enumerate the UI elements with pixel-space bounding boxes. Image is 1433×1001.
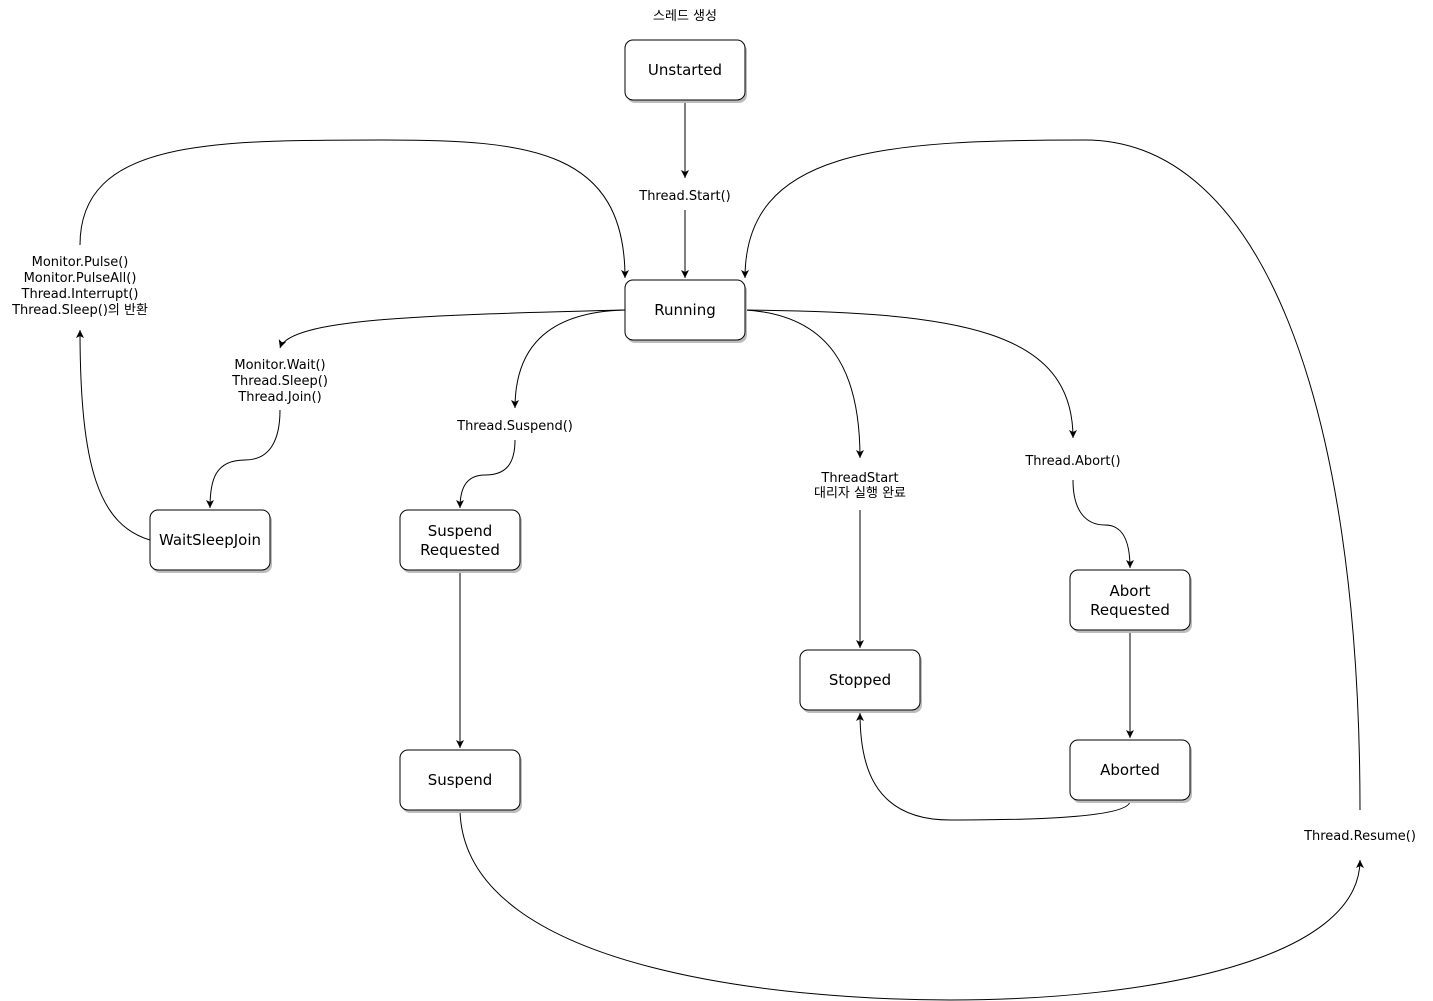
state-suspend-requested-label-line2: Requested — [420, 541, 500, 559]
transition-pulse-line1: Monitor.Pulse() — [32, 255, 129, 270]
edge-running-to-complete-label — [744, 309, 864, 459]
transition-pulse-line2: Monitor.PulseAll() — [24, 271, 137, 286]
state-waitsleepjoin: WaitSleepJoin — [149, 509, 272, 573]
edge-running-to-wait-label — [278, 309, 626, 349]
state-running-label: Running — [654, 301, 715, 319]
transition-complete-line2: 대리자 실행 완료 — [814, 485, 906, 501]
edges — [76, 101, 1364, 1001]
state-running: Running — [624, 279, 747, 343]
edge-suspend-to-resume-label — [459, 810, 1364, 1001]
state-waitsleepjoin-label: WaitSleepJoin — [159, 531, 261, 549]
transition-abort-line1: Thread.Abort() — [1024, 454, 1120, 469]
edge-pulse-label-to-running — [79, 139, 629, 279]
state-unstarted-label: Unstarted — [648, 61, 722, 79]
transition-wait-label: Monitor.Wait() Thread.Sleep() Thread.Joi… — [228, 354, 332, 408]
state-suspend-requested-label-line1: Suspend — [428, 522, 493, 540]
transition-complete-line1: ThreadStart — [820, 471, 898, 486]
transition-abort-label: Thread.Abort() — [1023, 449, 1123, 473]
edge-aborted-to-stopped — [856, 712, 1131, 821]
transition-pulse-label: Monitor.Pulse() Monitor.PulseAll() Threa… — [6, 251, 154, 321]
transition-complete-label: ThreadStart 대리자 실행 완료 — [800, 466, 920, 506]
edge-resume-label-to-running — [741, 139, 1361, 811]
transition-wait-line2: Thread.Sleep() — [231, 374, 328, 389]
edge-wait-label-to-waitsleepjoin — [206, 409, 281, 509]
edge-abort-label-to-abort-requested — [1072, 479, 1134, 569]
state-suspend-label: Suspend — [428, 771, 493, 789]
edge-running-to-abort-label — [744, 309, 1077, 439]
transition-start-line1: Thread.Start() — [638, 189, 731, 204]
transition-suspend-line1: Thread.Suspend() — [456, 419, 573, 434]
transition-pulse-line4: Thread.Sleep()의 반환 — [11, 303, 148, 318]
state-abort-requested-label-line2: Requested — [1090, 601, 1170, 619]
transition-resume-label: Thread.Resume() — [1300, 824, 1420, 848]
state-aborted-label: Aborted — [1100, 761, 1160, 779]
state-unstarted: Unstarted — [624, 39, 747, 103]
state-abort-requested-label-line1: Abort — [1109, 582, 1150, 600]
transition-start-label: Thread.Start() — [638, 184, 731, 206]
transition-resume-line1: Thread.Resume() — [1303, 829, 1416, 844]
transition-wait-line3: Thread.Join() — [237, 390, 321, 405]
transition-suspend-label: Thread.Suspend() — [455, 414, 575, 438]
diagram-title: 스레드 생성 — [653, 9, 717, 24]
transition-pulse-line3: Thread.Interrupt() — [21, 287, 139, 302]
state-stopped: Stopped — [799, 649, 922, 713]
edge-running-to-suspend-label — [511, 309, 626, 409]
state-suspend: Suspend — [399, 749, 522, 813]
edge-suspend-label-to-suspend-requested — [456, 439, 516, 509]
state-abort-requested: Abort Requested — [1069, 569, 1192, 633]
state-stopped-label: Stopped — [829, 671, 891, 689]
state-aborted: Aborted — [1069, 739, 1192, 803]
state-suspend-requested: Suspend Requested — [399, 509, 522, 573]
edge-waitsleepjoin-to-pulse-label — [76, 329, 151, 541]
transition-wait-line1: Monitor.Wait() — [234, 358, 325, 373]
